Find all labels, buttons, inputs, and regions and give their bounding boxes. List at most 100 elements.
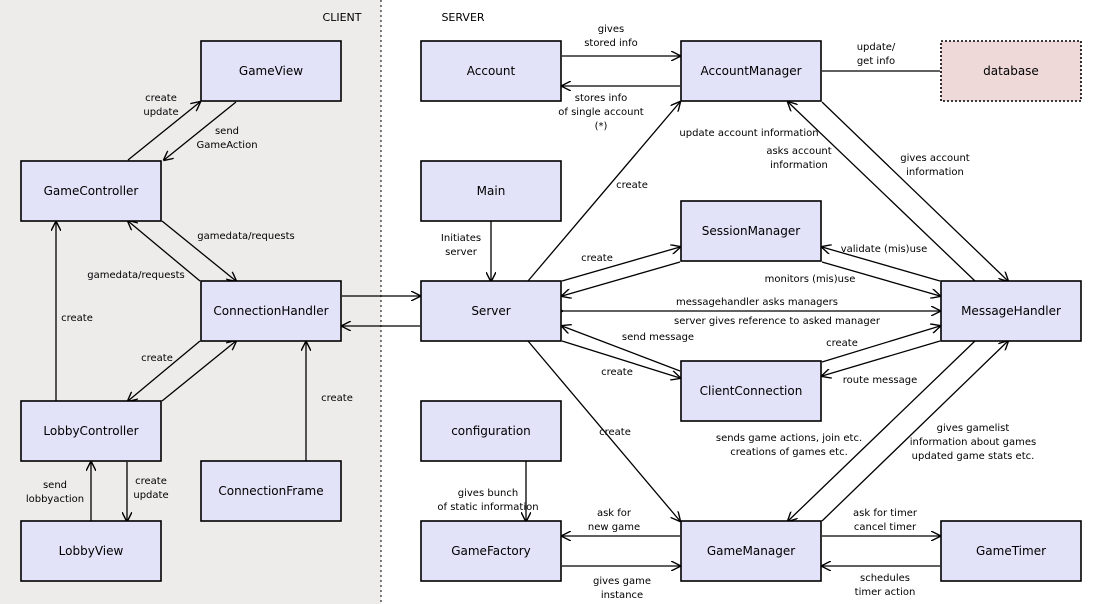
label-monitors-misuse: monitors (mis)use [765,274,856,285]
label-asks-account-information-line-1: asks account [766,146,831,157]
label-gives-account-information-line-1: gives account [900,153,970,164]
label-initiates-server-line-1: Initiates [441,233,481,244]
edge-server-accountmanager [527,102,680,282]
label-route-message: route message [843,375,918,386]
label-create-accountmanager: create [616,180,648,191]
label-stores-info-line-1: stores info [575,93,627,104]
edge-server-sessionmanager [561,247,680,282]
label-ask-for-new-game-line-2: new game [588,522,640,533]
label-ask-for-timer-line-2: cancel timer [854,522,917,533]
label-schedules-timer-action-line-1: schedules [860,573,910,584]
label-create-messagehandler-clientconnection-line-1: create [826,338,858,349]
client-zone-title: CLIENT [323,11,362,24]
edge-messagehandler-gamemanager [788,340,976,521]
node-connectionframe-label: ConnectionFrame [218,484,323,498]
label-update-account-information: update account information [679,128,818,139]
edge-gamecontroller-gameview [127,102,200,161]
label-gamedata-requests-to-handler-line-1: gamedata/requests [197,231,295,242]
node-gameview-label: GameView [239,64,303,78]
node-messagehandler-label: MessageHandler [961,304,1061,318]
node-server: Server [420,280,562,342]
label-create-clientconnection: create [601,367,633,378]
nodes: GameView GameController ConnectionHandle… [20,40,1082,582]
node-lobbycontroller: LobbyController [20,400,162,462]
label-gives-stored-info-line-1: gives [598,24,624,35]
label-create-messagehandler-clientconnection: create [826,338,858,349]
label-create-sessionmanager-line-1: create [581,253,613,264]
label-route-message-line-1: route message [843,375,918,386]
label-send-message: send message [622,332,694,343]
label-gamedata-requests-to-handler: gamedata/requests [197,231,295,242]
label-send-message-line-1: send message [622,332,694,343]
node-gametimer-label: GameTimer [976,544,1046,558]
edge-lobbycontroller-connectionhandler [161,341,236,402]
node-gametimer: GameTimer [940,520,1082,582]
label-ask-for-new-game-line-1: ask for [597,508,632,519]
edge-server-gamemanager [527,340,680,521]
label-create-handler-lobbycontroller-line-1: create [141,353,173,364]
node-gamecontroller: GameController [20,160,162,222]
node-account: Account [420,40,562,102]
label-update-get-info-line-2: get info [857,56,895,67]
label-create-handler-lobbycontroller: create [141,353,173,364]
node-clientconnection-label: ClientConnection [700,384,803,398]
edge-sessionmanager-server [562,261,681,296]
label-send-lobbyaction-line-2: lobbyaction [26,494,84,505]
edge-gameview-gamecontroller [164,101,237,160]
label-gives-game-instance-line-2: instance [601,590,643,601]
node-connectionhandler: ConnectionHandler [200,280,342,342]
edge-gamemanager-messagehandler [821,341,1008,522]
label-gives-game-instance-line-1: gives game [593,576,651,587]
label-create-lobbycontroller-gamecontroller-line-1: create [61,313,93,324]
label-gives-account-information-line-2: information [906,167,964,178]
label-gives-gamelist-line-3: updated game stats etc. [912,451,1035,462]
node-gameview: GameView [200,40,342,102]
edge-messagehandler-clientconnection [822,340,941,376]
label-gives-game-instance: gives game instance [593,576,651,601]
label-stores-info: stores info of single account (*) [558,93,644,132]
label-create-update-gamecontroller-line-1: create [145,93,177,104]
label-sends-game-actions: sends game actions, join etc.creations o… [716,433,862,458]
node-sessionmanager: SessionManager [680,200,822,262]
label-messagehandler-asks-managers: messagehandler asks managers [676,297,838,308]
node-gamefactory-label: GameFactory [451,544,531,558]
node-configuration: configuration [420,400,562,462]
edge-gamecontroller-connectionhandler [161,220,236,281]
node-configuration-label: configuration [451,424,531,438]
edge-sessionmanager-messagehandler [821,261,940,296]
edge-accountmanager-messagehandler [821,101,1008,281]
edge-messagehandler-accountmanager [788,102,976,282]
edge-connectionhandler-gamecontroller [128,221,201,282]
label-gives-gamelist-line-2: information about games [910,437,1037,448]
node-gamemanager-label: GameManager [707,544,795,558]
node-database: database [940,40,1082,102]
node-account-label: Account [467,64,516,78]
node-clientconnection: ClientConnection [680,360,822,422]
node-lobbycontroller-label: LobbyController [43,424,138,438]
node-main-label: Main [477,184,506,198]
label-create-update-lobbyview-line-2: update [133,490,168,501]
label-stores-info-line-3: (*) [595,121,608,132]
node-lobbyview: LobbyView [20,520,162,582]
label-validate-misuse-line-1: validate (mis)use [841,244,928,255]
label-gives-bunch-static-info-line-1: gives bunch [458,488,518,499]
node-lobbyview-label: LobbyView [59,544,124,558]
server-zone-title: SERVER [441,11,484,24]
label-create-gamemanager-line-1: create [599,427,631,438]
label-create-connectionframe-line-1: create [321,393,353,404]
label-initiates-server-line-2: server [445,247,478,258]
label-create-accountmanager-line-1: create [616,180,648,191]
label-stores-info-line-2: of single account [558,107,644,118]
label-create-sessionmanager: create [581,253,613,264]
label-initiates-server: Initiates server [441,233,481,258]
node-connectionhandler-label: ConnectionHandler [213,304,328,318]
label-ask-for-timer-line-1: ask for timer [853,508,918,519]
label-sends-game-actions-line-1: sends game actions, join etc. [716,433,862,444]
